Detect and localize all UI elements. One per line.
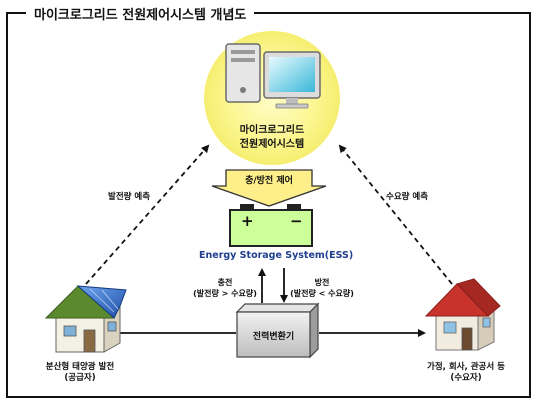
computer-icon	[225, 43, 321, 109]
house-icon	[424, 278, 501, 351]
supplier-line2: (공급자)	[64, 373, 96, 383]
discharge-label: 방전 (발전량 < 수요량)	[286, 277, 358, 299]
charge-label: 충전 (발전량 > 수요량)	[190, 277, 260, 299]
demand-forecast-arrow	[338, 144, 453, 285]
charge-control-label: 충/방전 제어	[245, 176, 293, 186]
power-converter-box	[235, 302, 320, 359]
diagram-frame	[6, 12, 531, 398]
solar-house-icon	[44, 285, 127, 353]
ess-label: Energy Storage System(ESS)	[199, 250, 354, 261]
charge-title: 충전	[217, 278, 233, 287]
control-system-line2: 전원제어시스템	[239, 139, 305, 150]
control-system-label: 마이크로그리드 전원제어시스템	[222, 124, 322, 152]
control-arrow	[211, 169, 327, 207]
battery-icon	[229, 204, 313, 247]
discharge-condition: (발전량 < 수요량)	[290, 289, 354, 298]
control-system-line1: 마이크로그리드	[239, 125, 305, 136]
diagram-title: 마이크로그리드 전원제어시스템 개념도	[26, 4, 255, 23]
battery-plus-sign: +	[241, 212, 254, 230]
consumer-line1: 가정, 회사, 관공서 등	[427, 362, 505, 372]
supplier-label: 분산형 태양광 발전 (공급자)	[28, 362, 132, 384]
battery-minus-sign: −	[290, 212, 303, 230]
demand-forecast-label: 수요량 예측	[386, 192, 429, 202]
discharge-title: 방전	[314, 278, 330, 287]
generation-forecast-label: 발전량 예측	[108, 192, 151, 202]
generation-forecast-arrow	[85, 144, 210, 285]
consumer-label: 가정, 회사, 관공서 등 (수요자)	[414, 362, 518, 384]
supplier-line1: 분산형 태양광 발전	[45, 362, 115, 372]
power-converter-label: 전력변환기	[252, 332, 295, 342]
charge-condition: (발전량 > 수요량)	[193, 289, 257, 298]
consumer-line2: (수요자)	[450, 373, 482, 383]
